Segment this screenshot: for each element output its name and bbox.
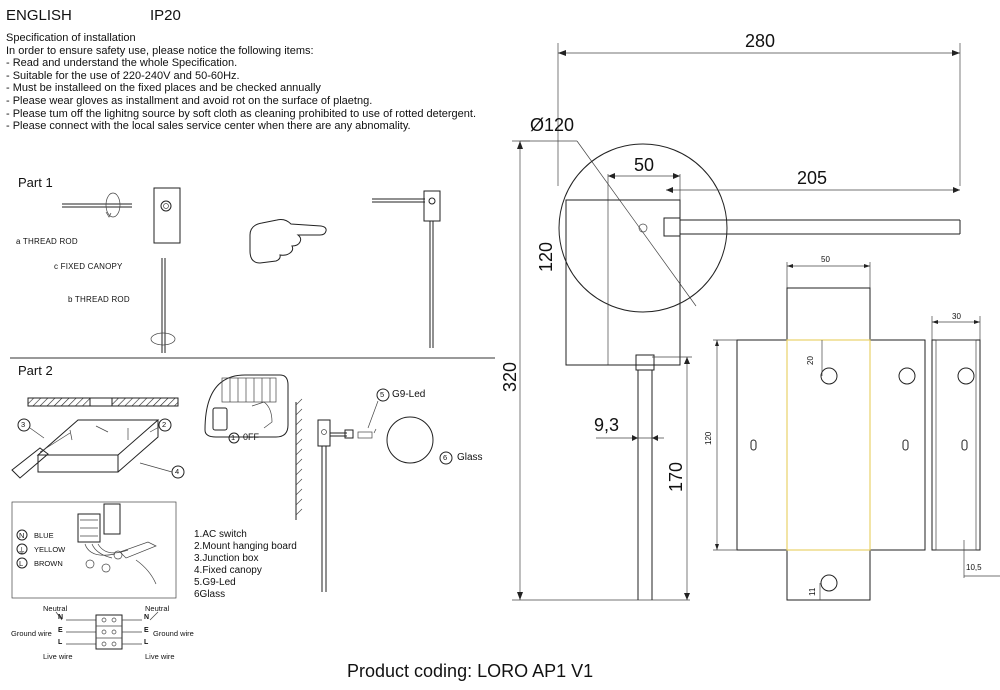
spec-item: - Please tum off the lighitng source by … — [6, 107, 477, 120]
spec-intro: In order to ensure safety use, please no… — [6, 44, 314, 57]
l-left: L — [58, 639, 63, 646]
part2-fixture — [317, 388, 453, 592]
ground-left-label: Ground wire — [11, 629, 52, 638]
plate-dim-120: 120 — [704, 431, 713, 445]
callout-3-number: 3 — [21, 420, 26, 429]
spec-item: - Please connect with the local sales se… — [6, 120, 411, 133]
part1-assembled-fixture — [372, 190, 441, 348]
n-left: N — [58, 614, 64, 621]
language-label: ENGLISH — [6, 7, 72, 24]
spec-title: Specification of installation — [6, 32, 136, 44]
e-right: E — [144, 627, 149, 634]
label-fixed-canopy: c FIXED CANOPY — [54, 262, 123, 271]
legend-item: 2.Mount hanging board — [194, 541, 297, 552]
plate-dim-20: 20 — [806, 356, 815, 365]
legend-item: 1.AC switch — [194, 529, 247, 540]
spec-item: - Must be installeed on the fixed places… — [6, 82, 321, 95]
wire-symbol-l: L — [19, 559, 24, 568]
wire-color-yellow: YELLOW — [34, 545, 66, 554]
side-plate-drawing — [931, 316, 1000, 578]
callout-5-number: 5 — [380, 390, 385, 399]
glass-label: Glass — [457, 452, 483, 463]
product-coding: Product coding: LORO AP1 V1 — [347, 661, 594, 681]
l-right: L — [144, 639, 149, 646]
off-label: 0FF — [243, 432, 260, 442]
wire-color-blue: BLUE — [34, 531, 54, 540]
front-view-drawing — [512, 43, 961, 601]
legend-item: 5.G9-Led — [194, 577, 236, 588]
plate-dim-11: 11 — [808, 587, 817, 596]
wiring-diagram — [55, 611, 159, 650]
plate-dim-50: 50 — [821, 255, 830, 264]
spec-item: - Please wear gloves as installment and … — [6, 94, 373, 107]
neutral-right-label: Neutral — [145, 604, 170, 613]
part1-title: Part 1 — [18, 175, 53, 190]
e-left: E — [58, 627, 63, 634]
dim-170: 170 — [666, 461, 686, 492]
legend-item: 6Glass — [194, 589, 226, 600]
label-thread-rod-a: a THREAD ROD — [16, 237, 78, 246]
spec-item: - Read and understand the whole Specific… — [6, 57, 238, 70]
ground-right-label: Ground wire — [153, 629, 194, 638]
n-right: N — [144, 614, 150, 621]
spec-block: Specification of installation In order t… — [6, 32, 476, 133]
callout-4-number: 4 — [175, 467, 180, 476]
ground-symbol-icon: ⏚ — [18, 546, 26, 555]
wall-hatch — [295, 398, 303, 520]
legend-item: 3.Junction box — [194, 553, 259, 564]
dim-320: 320 — [500, 361, 520, 392]
dim-280: 280 — [745, 31, 776, 51]
wire-symbol-n: N — [19, 531, 25, 540]
spec-item: - Suitable for the use of 220-240V and 5… — [6, 69, 240, 82]
wire-color-brown: BROWN — [34, 559, 63, 568]
legend-item: 4.Fixed canopy — [194, 565, 262, 576]
dim-50: 50 — [634, 155, 655, 175]
ip-rating: IP20 — [150, 7, 181, 24]
switch-inset — [204, 374, 289, 444]
part1-fixed-canopy — [153, 187, 181, 244]
callout-2-number: 2 — [162, 420, 167, 429]
plate-drawing — [713, 262, 926, 601]
part1-thread-rod-a — [62, 192, 132, 218]
live-left-label: Live wire — [43, 652, 73, 661]
callout-circles — [17, 418, 185, 479]
dim-diameter-120: Ø120 — [530, 115, 575, 135]
g9-led-label: G9-Led — [392, 389, 426, 400]
neutral-left-label: Neutral — [43, 604, 68, 613]
callout-1-number: 1 — [231, 433, 236, 442]
live-right-label: Live wire — [145, 652, 175, 661]
part2-title: Part 2 — [18, 363, 53, 378]
callout-6-number: 6 — [443, 453, 448, 462]
pointing-hand-icon — [249, 219, 327, 264]
dim-205: 205 — [797, 168, 828, 188]
part1-thread-rod-b — [150, 258, 176, 353]
dim-120: 120 — [536, 241, 556, 272]
side-dim-30: 30 — [952, 312, 961, 321]
label-thread-rod-b: b THREAD ROD — [68, 295, 130, 304]
dim-9-3: 9,3 — [594, 415, 620, 435]
side-dim-10-5: 10,5 — [966, 563, 982, 572]
parts-legend: 1.AC switch 2.Mount hanging board 3.Junc… — [194, 529, 297, 601]
wiring-inset — [11, 501, 177, 599]
ceiling-mount-assembly — [11, 397, 179, 479]
